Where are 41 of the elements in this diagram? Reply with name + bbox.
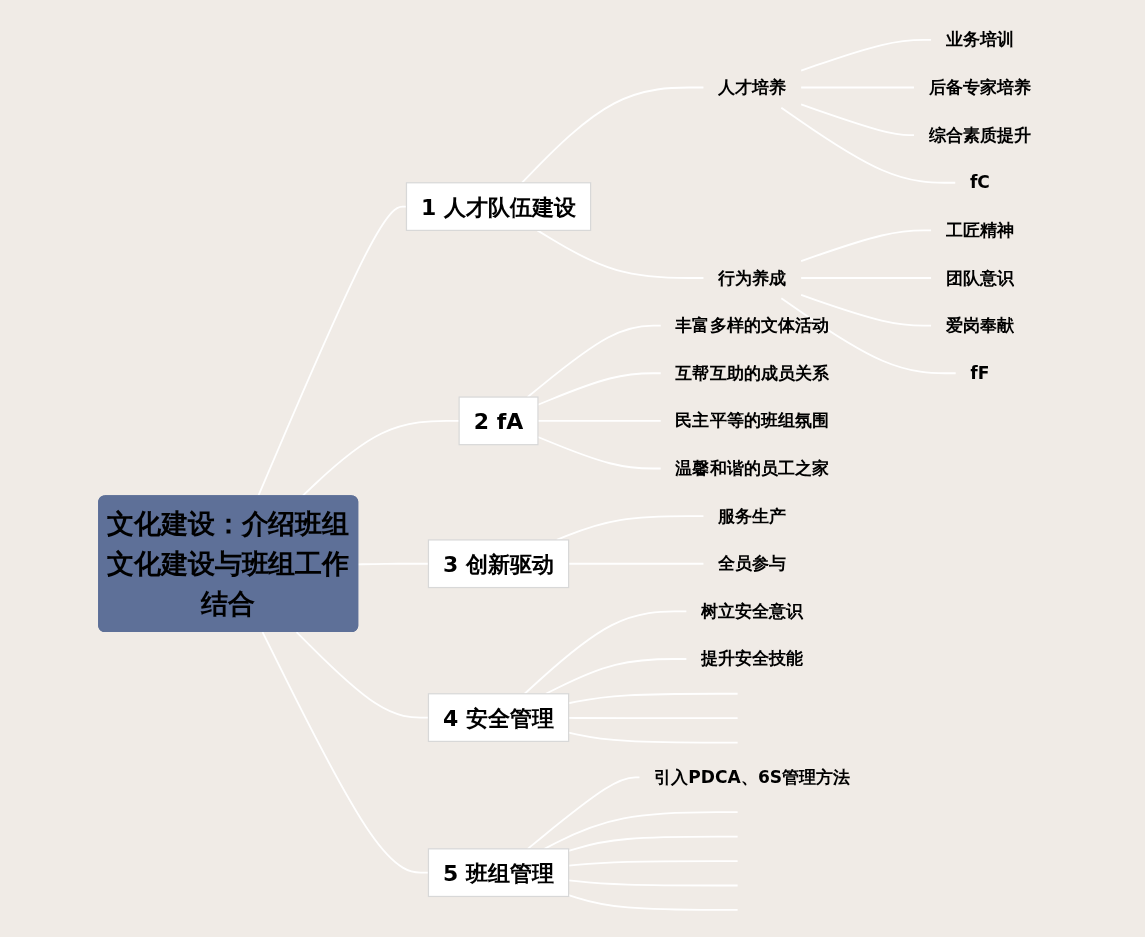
connector [536, 229, 705, 279]
node-box [406, 182, 592, 231]
node-text: 业务培训 [945, 29, 1015, 50]
node-text: 引入PDCA、6S管理方法 [654, 767, 851, 787]
connector [526, 324, 662, 398]
connector [800, 294, 933, 327]
connector [567, 894, 739, 911]
connector [523, 610, 688, 695]
node-box [428, 539, 570, 589]
node-text: 提升安全技能 [701, 648, 804, 669]
node-box [428, 693, 570, 742]
node-text: 工匠精神 [945, 220, 1015, 240]
connector [521, 86, 705, 184]
node-text: 服务生产 [718, 505, 787, 526]
connector [780, 297, 957, 375]
connector [800, 103, 916, 137]
node-text: 人才培养 [718, 77, 787, 97]
connector [800, 229, 933, 262]
node-text: 丰富多样的文体活动 [675, 315, 830, 335]
connector [556, 515, 705, 541]
node-text: 团队意识 [945, 267, 1015, 288]
node-text: fF [970, 362, 990, 383]
node-text: 温馨和谐的员工之家 [675, 458, 830, 478]
node-box [458, 396, 539, 446]
connector [800, 39, 933, 72]
mind-map: 文化建设：介绍班组文化建设与班组工作结合 1 人才队伍建设 人才培养 业务培训 后备专家培养 综合素质提升 fC 行为养成 工匠精神 团队意识 爱岗奉献 fF 2 fA 丰富多样的文体活动 互帮互助的成员关系 民主平等的班组氛围 温馨和谐的员工之家 3 创新驱动 服务生产 全员参与 4 安全管理 树立安全意识 提升安全技能 5 班组管理 引入PDCA、6S管理方法 [89, 10, 1056, 927]
connector [780, 106, 957, 184]
node-text: 综合素质提升 [928, 124, 1032, 145]
connector [545, 658, 688, 695]
node-text: 爱岗奉献 [945, 315, 1015, 335]
node-text: fC [970, 172, 991, 192]
node-box [428, 848, 570, 898]
connector [543, 811, 739, 850]
node-text: 民主平等的班组氛围 [675, 410, 830, 431]
connector [526, 776, 641, 850]
node-text: 全员参与 [718, 553, 787, 573]
node-text: 行为养成 [718, 267, 787, 288]
connector [567, 835, 739, 852]
node-text: 互帮互助的成员关系 [675, 362, 830, 383]
node-text: 后备专家培养 [928, 77, 1032, 97]
node-text: 树立安全意识 [701, 600, 804, 621]
